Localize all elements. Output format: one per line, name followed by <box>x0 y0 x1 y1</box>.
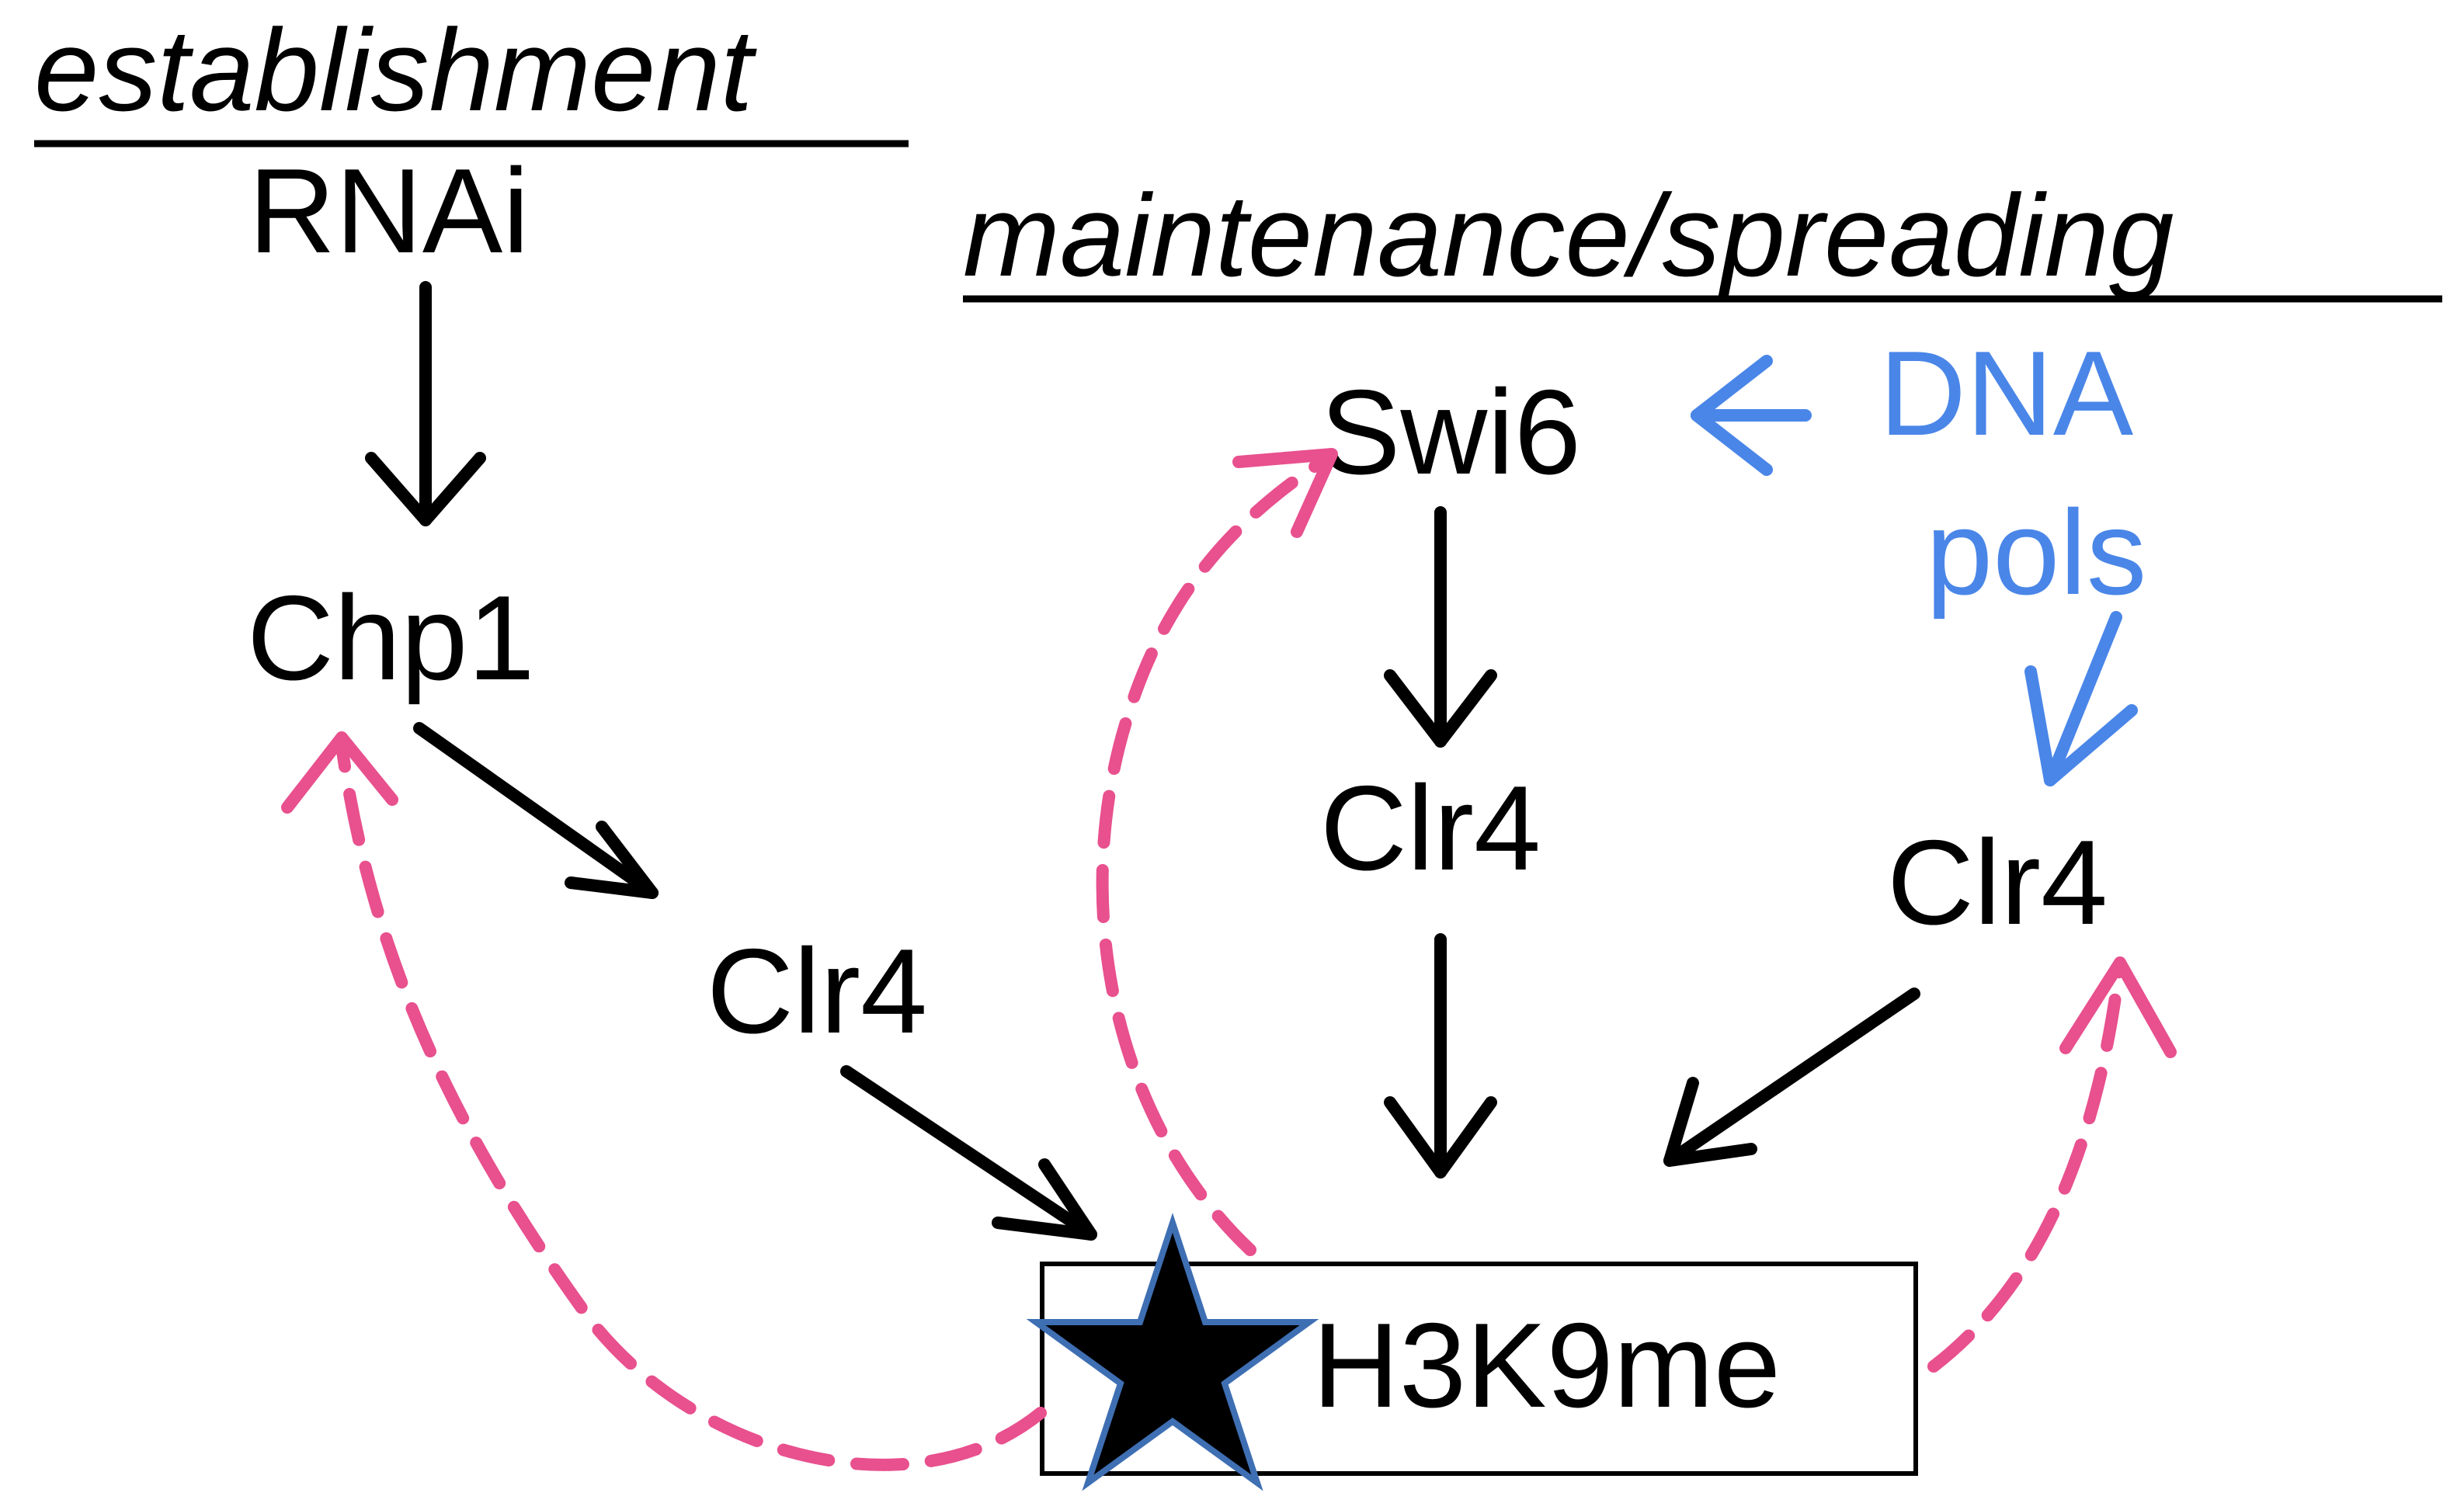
feedback-h3k9me-to-clr4 <box>1927 956 2126 1373</box>
establishment-heading: establishment <box>34 5 757 135</box>
feedback-arrowhead-swi6 <box>1232 448 1338 538</box>
rnai-label: RNAi <box>248 144 530 278</box>
arrowhead-chp1-to-clr4 <box>565 821 659 899</box>
arrowhead-dnapols-to-clr4 <box>2024 665 2138 786</box>
arrowhead-rnai-to-chp1 <box>365 452 486 526</box>
star-icon <box>1026 1213 1319 1491</box>
feedback-h3k9me-to-swi6 <box>1096 452 1334 1256</box>
arrowhead-clr4-right-to-h3k9me <box>1663 1077 1757 1167</box>
arrow-clr4-right-to-h3k9me <box>1663 988 1920 1167</box>
maintenance-spreading-heading: maintenance/spreading <box>963 170 2174 300</box>
arrow-dnapols-to-clr4 <box>2044 611 2122 786</box>
dna-label: DNA <box>1879 326 2134 460</box>
arrow-clr4-to-h3k9me <box>840 1065 1097 1241</box>
pols-label: pols <box>1926 485 2146 620</box>
arrowhead-clr4-to-h3k9me <box>992 1158 1097 1241</box>
arrowhead-swi6-to-clr4 <box>1384 669 1497 748</box>
feedback-arrowhead-clr4-right <box>2059 956 2177 1058</box>
black-arrows <box>365 281 1920 1241</box>
swi6-label: Swi6 <box>1320 365 1581 499</box>
clr4-middle-label: Clr4 <box>1320 761 1541 895</box>
feedback-arrowhead-chp1 <box>281 731 398 814</box>
clr4-left-label: Clr4 <box>707 924 927 1058</box>
arrowhead-clr4-middle-to-h3k9me <box>1384 1096 1497 1178</box>
clr4-right-label: Clr4 <box>1887 815 2108 949</box>
arrowhead-dnapols-to-swi6 <box>1691 355 1773 476</box>
chp1-label: Chp1 <box>247 571 535 705</box>
feedback-arrows <box>281 448 2177 1471</box>
feedback-h3k9me-to-chp1 <box>335 739 1047 1471</box>
arrow-chp1-to-clr4 <box>413 722 659 899</box>
h3k9me-label: H3K9me <box>1312 1298 1781 1432</box>
blue-arrows <box>1691 355 2138 786</box>
